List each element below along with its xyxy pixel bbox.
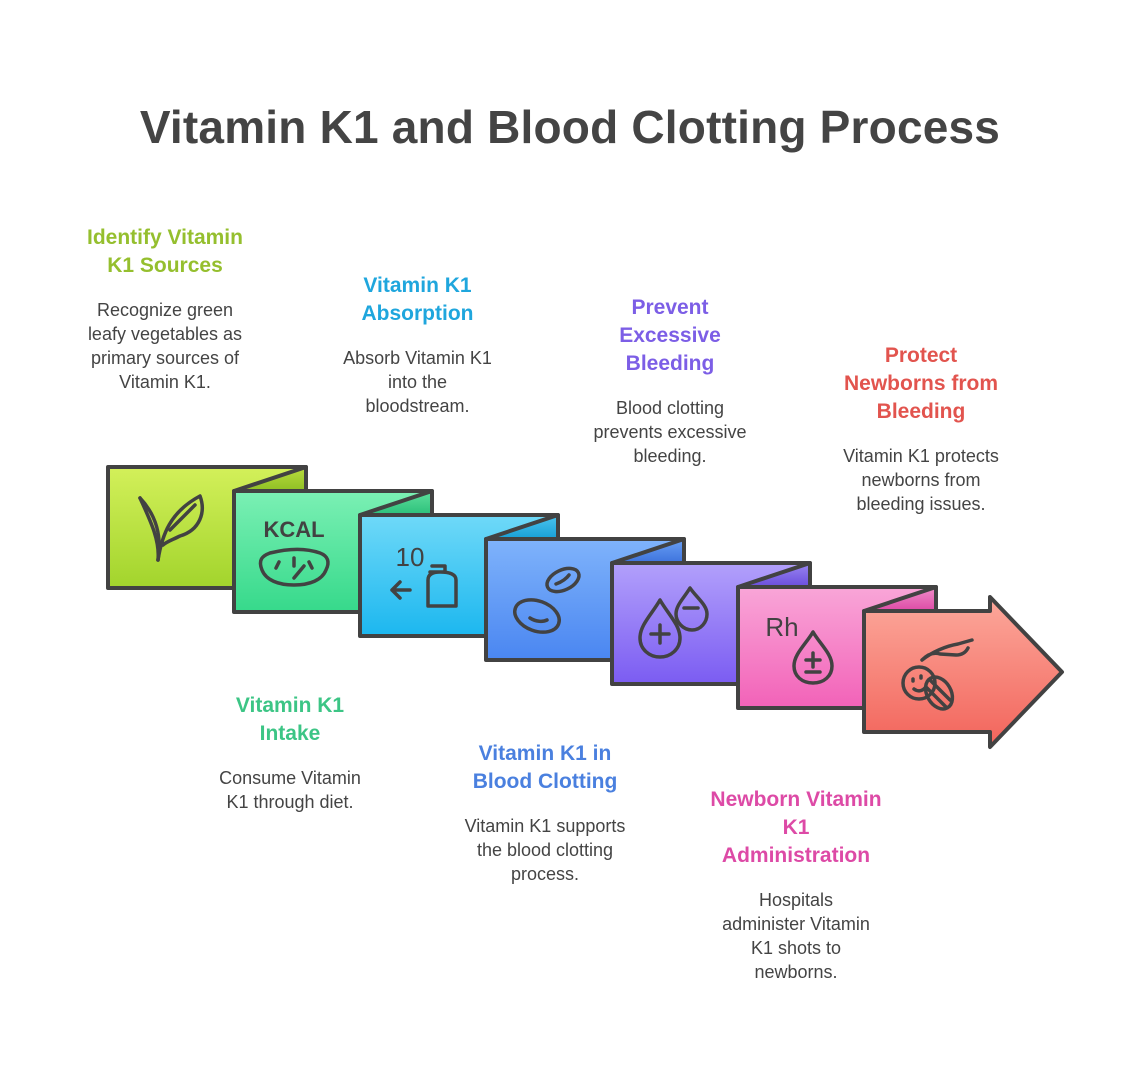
step-6-description: Hospitals administer Vitamin K1 shots to… <box>722 890 870 982</box>
step-5-description: Blood clotting prevents excessive bleedi… <box>593 398 747 466</box>
step-1-description: Recognize green leafy vegetables as prim… <box>87 300 243 392</box>
rh-blood-drop-icon <box>792 630 834 685</box>
step-2-title: Vitamin K1 Intake <box>235 694 345 745</box>
rh-icon-text: Rh <box>765 612 798 642</box>
step-2-label: Vitamin K1 Intake Consume Vitamin K1 thr… <box>190 692 390 814</box>
step-3-label: Vitamin K1 Absorption Absorb Vitamin K1 … <box>320 272 515 418</box>
step-2-description: Consume Vitamin K1 through diet. <box>219 768 361 812</box>
step-7-arrow <box>862 595 1064 749</box>
step-1-label: Identify Vitamin K1 Sources Recognize gr… <box>60 224 270 394</box>
step-7-title: Protect Newborns from Bleeding <box>843 344 998 423</box>
step-5-title: Prevent Excessive Bleeding <box>619 296 721 375</box>
step-3-title: Vitamin K1 Absorption <box>361 274 474 325</box>
step-6-label: Newborn Vitamin K1 Administration Hospit… <box>690 786 902 984</box>
blood-drops-icon <box>638 586 709 659</box>
step-7-description: Vitamin K1 protects newborns from bleedi… <box>843 446 999 514</box>
step-4-description: Vitamin K1 supports the blood clotting p… <box>464 816 626 884</box>
leaf-icon <box>138 494 204 562</box>
step-6-title: Newborn Vitamin K1 Administration <box>710 788 882 867</box>
blood-cells-icon <box>513 566 581 634</box>
step-1-title: Identify Vitamin K1 Sources <box>87 226 243 277</box>
step-5-label: Prevent Excessive Bleeding Blood clottin… <box>570 294 770 468</box>
hand-baby-icon <box>901 638 974 711</box>
step-4-label: Vitamin K1 in Blood Clotting Vitamin K1 … <box>440 740 650 886</box>
kcal-icon-text: KCAL <box>263 517 324 542</box>
diagram-title: Vitamin K1 and Blood Clotting Process <box>139 101 1001 153</box>
step-7-label: Protect Newborns from Bleeding Vitamin K… <box>816 342 1026 516</box>
absorption-bottle-icon <box>390 564 458 608</box>
step-4-title: Vitamin K1 in Blood Clotting <box>472 742 618 793</box>
step-3-description: Absorb Vitamin K1 into the bloodstream. <box>343 348 492 416</box>
kcal-scale-icon <box>258 547 330 587</box>
absorption-icon-text: 10 <box>396 542 425 572</box>
